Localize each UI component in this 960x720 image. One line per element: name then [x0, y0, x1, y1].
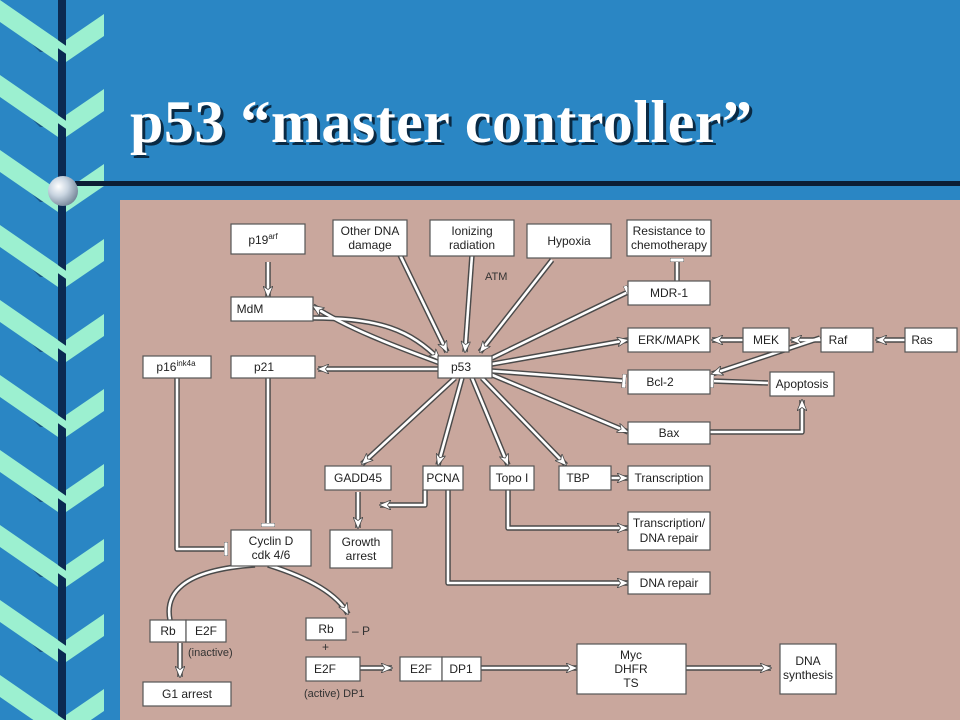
e2f-active-label: E2F	[314, 662, 336, 676]
node-p53: p53	[437, 355, 493, 379]
node-transcription-dna-repair: Transcription/ DNA repair	[627, 511, 711, 551]
other-dna-label-line2: damage	[348, 238, 392, 252]
node-p19arf: p19arf	[230, 223, 306, 255]
cyclin-label-line1: Cyclin D	[249, 534, 294, 548]
inactive-label: (inactive)	[188, 647, 233, 659]
node-rb-inactive: Rb	[149, 619, 187, 643]
rb-left-label: Rb	[160, 624, 176, 638]
node-other-dna-damage: Other DNA damage	[332, 219, 408, 257]
divider-orb-icon	[48, 176, 78, 206]
node-growth-arrest: Growth arrest	[329, 529, 393, 569]
growth-label-line2: arrest	[346, 549, 377, 563]
node-resistance-chemotherapy: Resistance to chemotherapy	[626, 219, 712, 257]
node-bcl2: Bcl-2	[627, 369, 711, 395]
p21-label: p21	[254, 360, 274, 374]
pcna-label: PCNA	[426, 471, 459, 485]
p19arf-label: p19	[248, 233, 268, 247]
node-cyclin-d: Cyclin D cdk 4/6	[230, 529, 312, 567]
resistance-label-line1: Resistance to	[633, 224, 706, 238]
other-dna-label-line1: Other DNA	[341, 224, 400, 238]
transcription-label: Transcription	[635, 471, 704, 485]
node-e2f-inactive: E2F	[185, 619, 227, 643]
dna-synth-label-line1: DNA	[795, 654, 820, 668]
dna-synth-label-line2: synthesis	[783, 668, 833, 682]
node-p16ink4a: p16ink4a	[142, 355, 212, 379]
minus-p-label: – P	[352, 624, 370, 638]
bax-label: Bax	[659, 426, 680, 440]
apoptosis-label: Apoptosis	[776, 377, 829, 391]
bcl2-label: Bcl-2	[646, 375, 674, 389]
resistance-label-line2: chemotherapy	[631, 238, 707, 252]
node-e2f-active: E2F	[305, 656, 361, 682]
node-gadd45: GADD45	[324, 465, 392, 491]
node-dna-synthesis: DNA synthesis	[779, 643, 837, 695]
cyclin-label-line2: cdk 4/6	[252, 548, 291, 562]
node-raf: Raf	[820, 327, 874, 353]
p19arf-superscript: arf	[268, 232, 278, 241]
node-p21: p21	[230, 355, 316, 379]
node-myc-dhfr-ts: Myc DHFR TS	[576, 643, 687, 695]
node-bax: Bax	[627, 421, 711, 445]
atm-label: ATM	[485, 271, 507, 283]
erk-label: ERK/MAPK	[638, 333, 700, 347]
tbp-label: TBP	[566, 471, 589, 485]
myc-label-line2: DHFR	[614, 662, 648, 676]
svg-text:p16ink4a: p16ink4a	[156, 359, 196, 374]
active-dp1-label: (active) DP1	[304, 688, 365, 700]
node-tbp: TBP	[558, 465, 612, 491]
g1-label: G1 arrest	[162, 687, 213, 701]
node-hypoxia: Hypoxia	[526, 223, 612, 259]
node-e2f-dp1: E2F DP1	[399, 656, 482, 682]
node-apoptosis: Apoptosis	[769, 371, 835, 397]
title-divider	[75, 181, 960, 186]
hypoxia-label: Hypoxia	[547, 234, 591, 248]
dp1-label: DP1	[449, 662, 473, 676]
myc-label-line3: TS	[623, 676, 638, 690]
ribbon-decoration	[0, 0, 110, 720]
p53-pathway-diagram: p19arf Other DNA damage Ionizing radiati…	[120, 200, 960, 720]
node-rb-phosphorylated: Rb	[305, 617, 347, 641]
slide-title: p53 “master controller”	[130, 89, 753, 155]
rb-right-label: Rb	[318, 622, 334, 636]
growth-label-line1: Growth	[342, 535, 381, 549]
node-transcription: Transcription	[627, 465, 711, 491]
node-ionizing-radiation: Ionizing radiation	[429, 219, 515, 257]
node-mdm: MdM	[230, 296, 314, 322]
node-ras: Ras	[904, 327, 958, 353]
node-g1-arrest: G1 arrest	[142, 681, 232, 707]
e2f-mid-label: E2F	[410, 662, 432, 676]
node-topo1: Topo I	[489, 465, 535, 491]
ras-label: Ras	[911, 333, 932, 347]
ionizing-label-line2: radiation	[449, 238, 495, 252]
p16-superscript: ink4a	[176, 359, 196, 368]
node-mdr1: MDR-1	[627, 280, 711, 306]
node-erk-mapk: ERK/MAPK	[627, 327, 711, 353]
raf-label: Raf	[829, 333, 848, 347]
trans-repair-label-line1: Transcription/	[633, 516, 706, 530]
svg-text:p19arf: p19arf	[248, 232, 278, 247]
trans-repair-label-line2: DNA repair	[640, 531, 699, 545]
plus-label: +	[322, 640, 329, 654]
mdm-label: MdM	[237, 302, 264, 316]
node-dna-repair: DNA repair	[627, 571, 711, 595]
dna-repair-label: DNA repair	[640, 576, 699, 590]
topo1-label: Topo I	[496, 471, 529, 485]
gadd45-label: GADD45	[334, 471, 382, 485]
mdr1-label: MDR-1	[650, 286, 688, 300]
mek-label: MEK	[753, 333, 779, 347]
ionizing-label-line1: Ionizing	[451, 224, 492, 238]
myc-label-line1: Myc	[620, 648, 642, 662]
node-pcna: PCNA	[422, 465, 464, 491]
p53-label: p53	[451, 360, 471, 374]
p16-label: p16	[156, 360, 176, 374]
e2f-left-label: E2F	[195, 624, 217, 638]
node-mek: MEK	[742, 327, 790, 353]
